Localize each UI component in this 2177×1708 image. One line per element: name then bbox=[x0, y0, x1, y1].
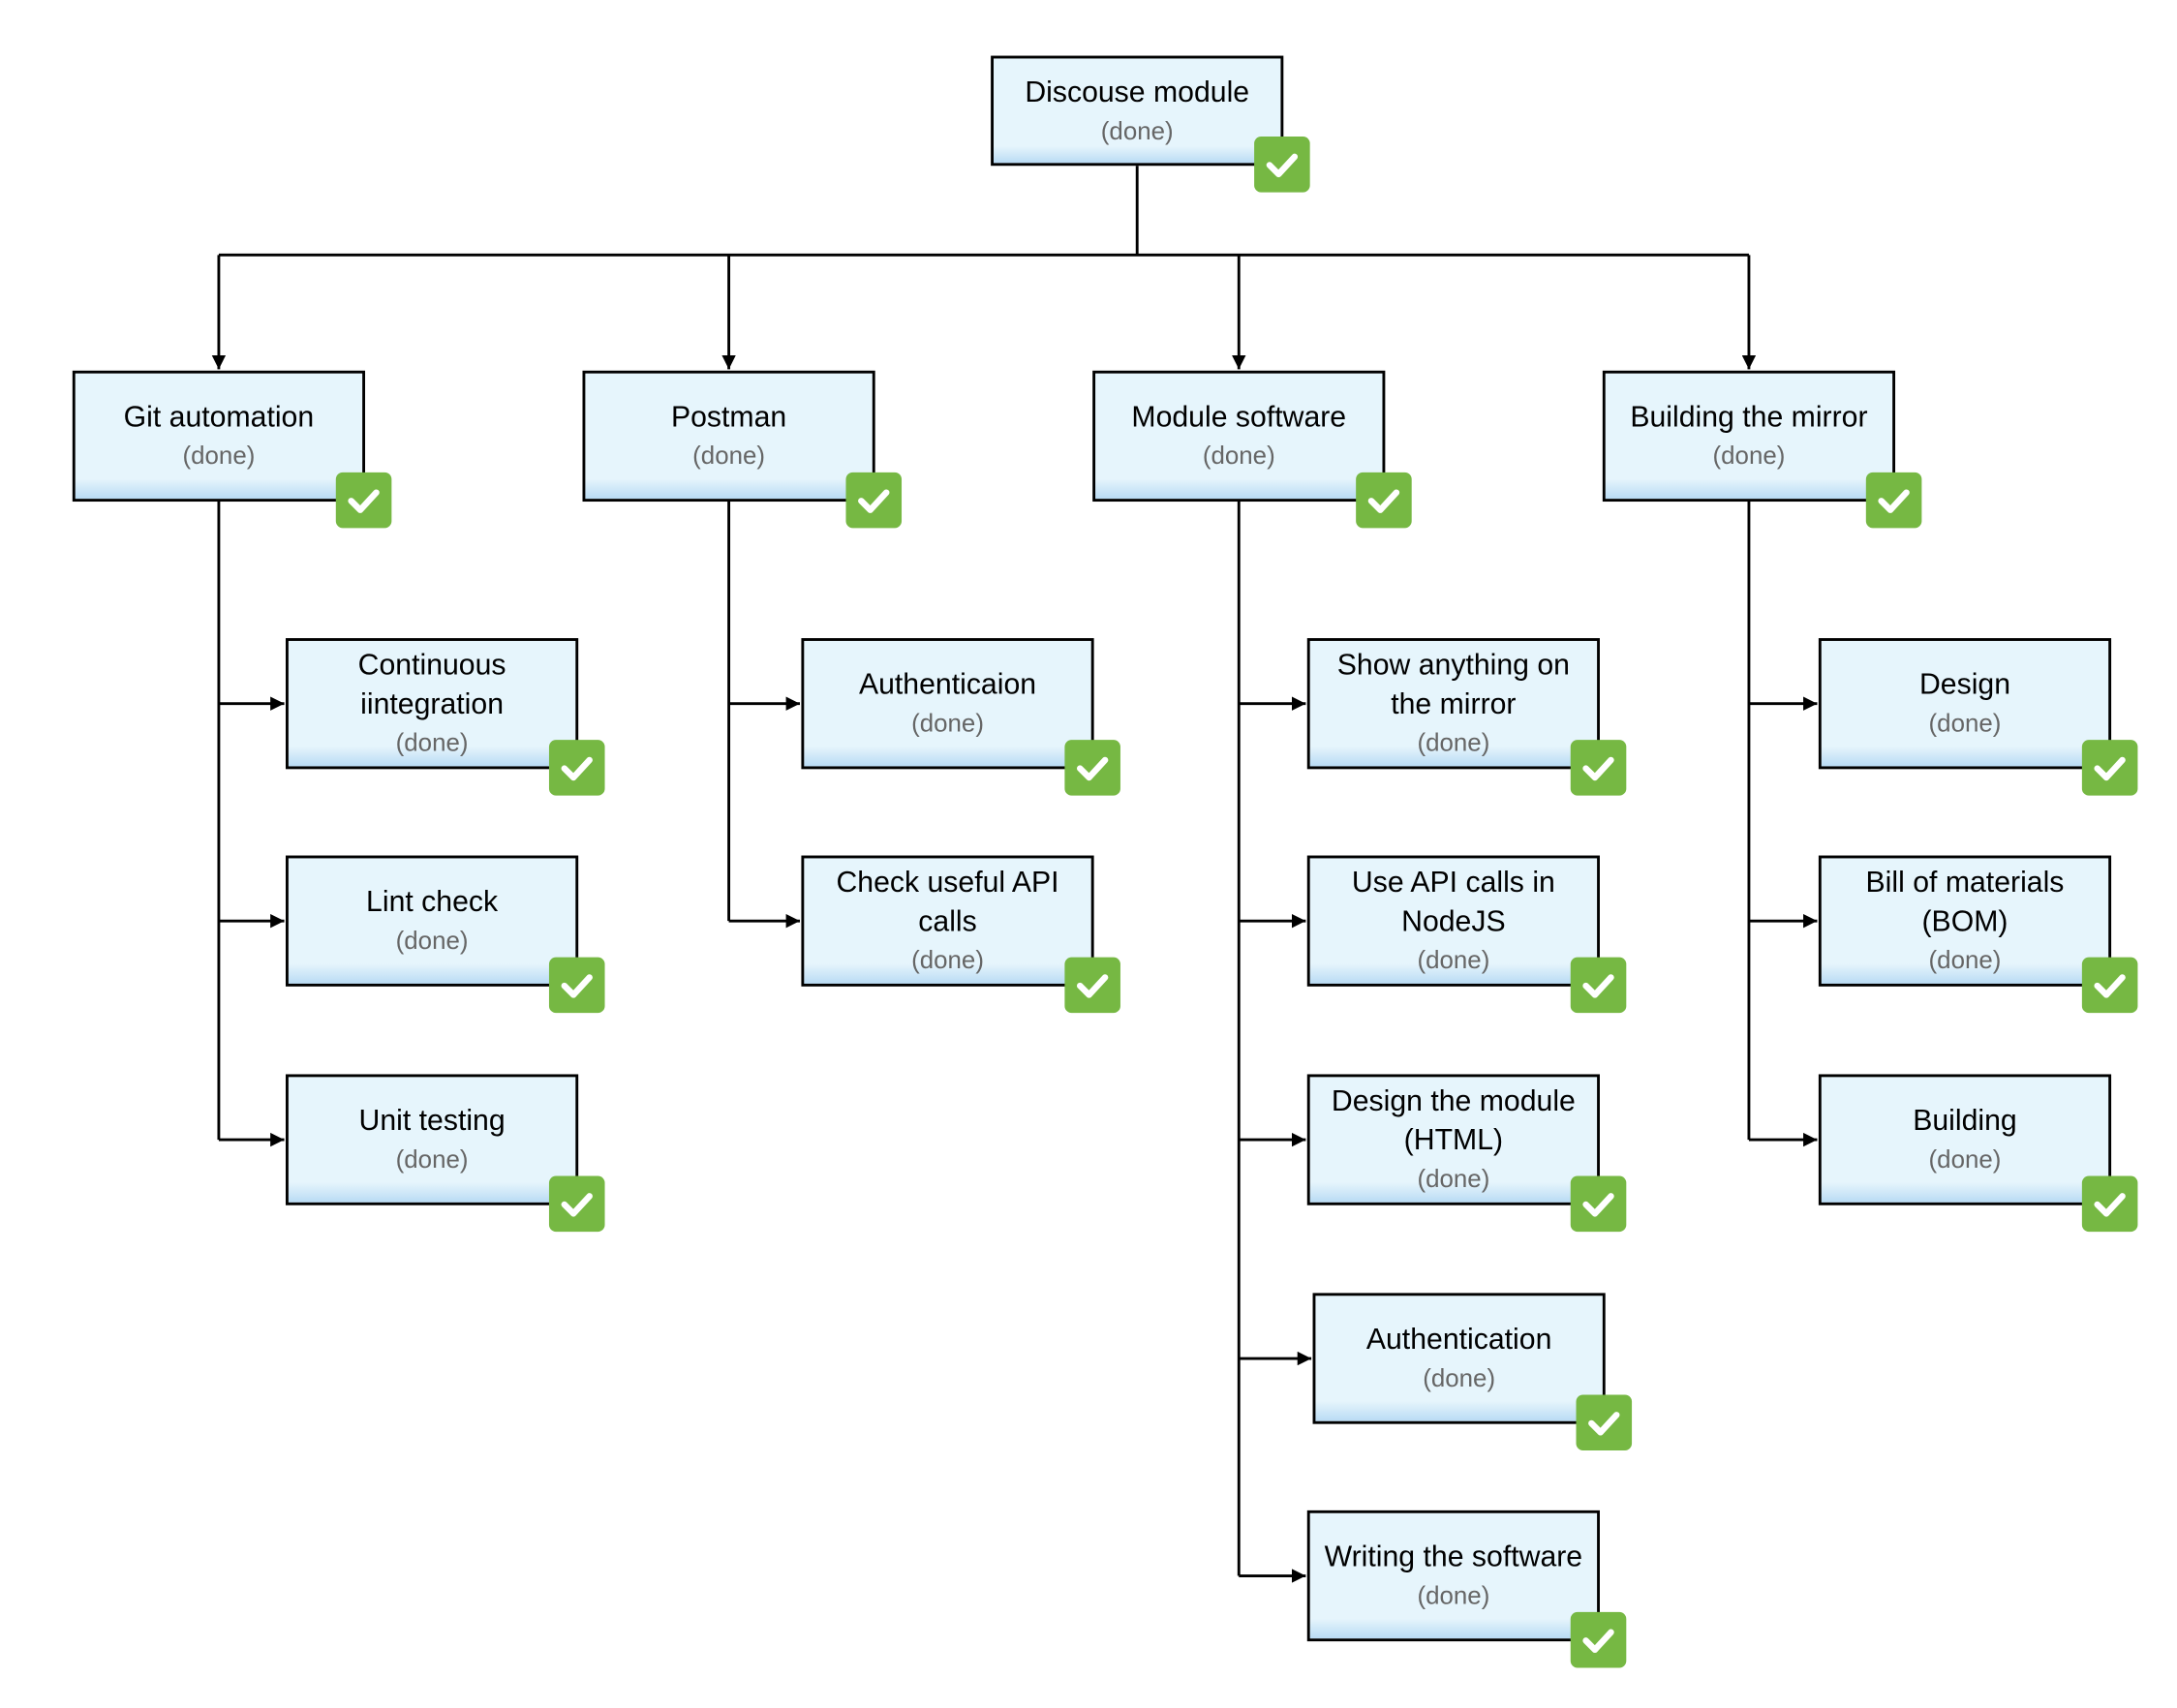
node-title: Authenticaion bbox=[858, 668, 1037, 701]
node-title: Show anything on the mirror bbox=[1336, 649, 1571, 720]
node-title: Continuous iintegration bbox=[357, 649, 506, 720]
node-status: (done) bbox=[395, 926, 469, 955]
node-status: (done) bbox=[1928, 946, 2002, 974]
checkmark-icon bbox=[1570, 1175, 1627, 1233]
checkmark-icon bbox=[335, 472, 392, 529]
node-status: (done) bbox=[1100, 116, 1174, 144]
checkmark-icon bbox=[1254, 137, 1310, 193]
node-title: Unit testing bbox=[358, 1105, 506, 1138]
task-node[interactable]: Writing the software (done) bbox=[1306, 1510, 1627, 1668]
branch-node[interactable]: Module software (done) bbox=[1092, 370, 1412, 529]
node-status: (done) bbox=[1417, 1581, 1490, 1610]
node-status: (done) bbox=[1928, 709, 2002, 738]
checkmark-icon bbox=[845, 472, 903, 529]
node-title: Design the module (HTML) bbox=[1331, 1084, 1576, 1157]
node-status: (done) bbox=[1928, 1144, 2002, 1174]
node-status: (done) bbox=[395, 728, 469, 757]
node-status: (done) bbox=[692, 442, 766, 470]
branch-node[interactable]: Git automation (done) bbox=[72, 370, 392, 529]
node-status: (done) bbox=[182, 442, 256, 470]
task-node[interactable]: Design the module (HTML) (done) bbox=[1306, 1074, 1627, 1233]
node-status: (done) bbox=[1712, 442, 1786, 470]
checkmark-icon bbox=[2081, 1175, 2138, 1233]
task-node[interactable]: Check useful API calls (done) bbox=[801, 855, 1120, 1014]
task-node[interactable]: Authenticaion (done) bbox=[801, 638, 1120, 796]
node-title: Check useful API calls bbox=[836, 867, 1059, 938]
task-node[interactable]: Building (done) bbox=[1818, 1074, 2138, 1233]
branch-node[interactable]: Building the mirror (done) bbox=[1602, 370, 1922, 529]
node-title: Building the mirror bbox=[1630, 401, 1868, 434]
node-title: Lint check bbox=[366, 886, 499, 919]
checkmark-icon bbox=[1576, 1394, 1633, 1450]
node-status: (done) bbox=[911, 946, 984, 974]
node-status: (done) bbox=[1423, 1363, 1496, 1392]
node-status: (done) bbox=[1417, 728, 1490, 757]
checkmark-icon bbox=[1064, 957, 1120, 1014]
node-title: Bill of materials (BOM) bbox=[1865, 867, 2065, 938]
checkmark-icon bbox=[1064, 740, 1120, 796]
root-node[interactable]: Discouse module (done) bbox=[991, 55, 1310, 193]
task-node[interactable]: Continuous iintegration (done) bbox=[285, 638, 605, 796]
node-title: Git automation bbox=[123, 401, 315, 434]
task-node[interactable]: Show anything on the mirror (done) bbox=[1306, 638, 1627, 796]
checkmark-icon bbox=[2081, 957, 2138, 1014]
node-title: Use API calls in NodeJS bbox=[1351, 867, 1555, 938]
checkmark-icon bbox=[2081, 740, 2138, 796]
node-status: (done) bbox=[1417, 946, 1490, 974]
node-status: (done) bbox=[395, 1144, 469, 1174]
task-node[interactable]: Use API calls in NodeJS (done) bbox=[1306, 855, 1627, 1014]
node-status: (done) bbox=[911, 709, 984, 738]
task-node[interactable]: Unit testing (done) bbox=[285, 1074, 605, 1233]
checkmark-icon bbox=[548, 1175, 605, 1233]
checkmark-icon bbox=[1570, 957, 1627, 1014]
node-status: (done) bbox=[1202, 442, 1275, 470]
node-title: Discouse module bbox=[1025, 76, 1250, 108]
checkmark-icon bbox=[1865, 472, 1922, 529]
branch-node[interactable]: Postman (done) bbox=[582, 370, 903, 529]
node-status: (done) bbox=[1417, 1165, 1490, 1193]
checkmark-icon bbox=[548, 957, 605, 1014]
node-title: Authentication bbox=[1365, 1324, 1552, 1357]
task-node[interactable]: Bill of materials (BOM) (done) bbox=[1818, 855, 2138, 1014]
node-title: Design bbox=[1918, 668, 2011, 701]
node-title: Module software bbox=[1131, 401, 1347, 434]
checkmark-icon bbox=[548, 740, 605, 796]
node-title: Postman bbox=[670, 401, 787, 434]
node-title: Building bbox=[1913, 1105, 2017, 1138]
task-node[interactable]: Design (done) bbox=[1818, 638, 2138, 796]
checkmark-icon bbox=[1570, 740, 1627, 796]
task-node[interactable]: Lint check (done) bbox=[285, 855, 605, 1014]
checkmark-icon bbox=[1356, 472, 1412, 529]
task-node[interactable]: Authentication (done) bbox=[1312, 1293, 1633, 1450]
node-title: Writing the software bbox=[1324, 1540, 1583, 1573]
checkmark-icon bbox=[1570, 1611, 1627, 1668]
